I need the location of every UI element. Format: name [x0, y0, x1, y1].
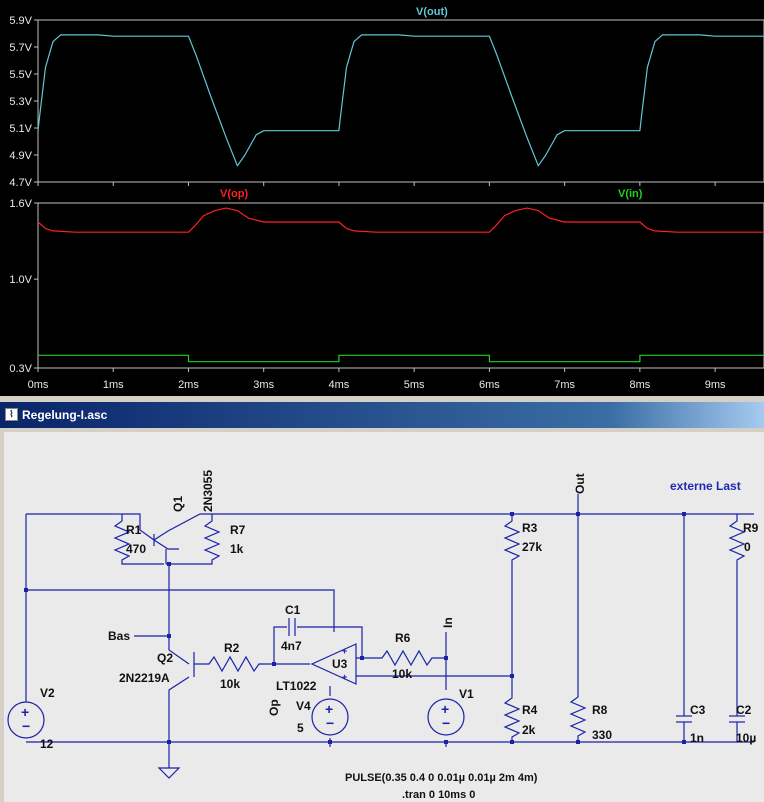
y-tick-label: 5.1V: [9, 123, 32, 135]
source-polarity-marks: +− +− +− ++: [21, 646, 450, 734]
op-net-label[interactable]: Op: [267, 699, 281, 716]
r6-name[interactable]: R6: [395, 631, 411, 645]
q1-model[interactable]: 2N3055: [201, 470, 215, 512]
v2-name[interactable]: V2: [40, 686, 55, 700]
c2-name[interactable]: C2: [736, 703, 752, 717]
svg-text:+: +: [21, 704, 29, 720]
tran-directive[interactable]: .tran 0 10ms 0: [402, 789, 475, 801]
x-axis: 0ms 1ms 2ms 3ms 4ms 5ms 6ms 7ms 8ms 9ms: [28, 182, 726, 391]
waveform-plot[interactable]: V(out) V(op) V(in) 5.9V 5.7V 5.5V 5.3V 5.1V 4…: [0, 0, 764, 396]
y-tick-label: 1.6V: [9, 198, 32, 210]
r1-value[interactable]: 470: [126, 542, 146, 556]
junction-dots: [24, 512, 686, 744]
r1-name[interactable]: R1: [126, 523, 142, 537]
x-tick-label: 7ms: [554, 379, 575, 391]
r2-value[interactable]: 10k: [220, 677, 240, 691]
trace-label-vop[interactable]: V(op): [220, 188, 248, 200]
c1-value[interactable]: 4n7: [281, 639, 302, 653]
x-tick-label: 0ms: [28, 379, 49, 391]
x-tick-label: 8ms: [629, 379, 650, 391]
u3-name[interactable]: U3: [332, 657, 348, 671]
schematic-canvas[interactable]: +− +− +− ++ R1 470 Q1 2N3055: [4, 432, 764, 802]
bottom-pane-frame: [37, 202, 764, 369]
v4-value[interactable]: 5: [297, 721, 304, 735]
c3-value[interactable]: 1n: [690, 731, 704, 745]
x-tick-label: 2ms: [178, 379, 199, 391]
y-tick-label: 5.9V: [9, 15, 32, 27]
r3-value[interactable]: 27k: [522, 540, 542, 554]
svg-text:−: −: [442, 715, 450, 731]
r6-value[interactable]: 10k: [392, 667, 412, 681]
r7-name[interactable]: R7: [230, 523, 246, 537]
trace-label-vin[interactable]: V(in): [618, 188, 643, 200]
x-tick-label: 1ms: [103, 379, 124, 391]
svg-text:+: +: [325, 701, 333, 717]
in-net-label[interactable]: In: [441, 617, 455, 628]
r4-value[interactable]: 2k: [522, 723, 536, 737]
trace-vin: [38, 354, 764, 363]
trace-vop: [37, 207, 764, 233]
y-tick-label: 5.3V: [9, 96, 32, 108]
v1-name[interactable]: V1: [459, 687, 474, 701]
window-title: Regelung-I.asc: [22, 408, 108, 422]
q1-name[interactable]: Q1: [171, 496, 185, 512]
bas-net-label[interactable]: Bas: [108, 629, 130, 643]
v2-value[interactable]: 12: [40, 737, 54, 751]
r9-name[interactable]: R9: [743, 521, 759, 535]
trace-vout: [37, 34, 764, 167]
r9-value[interactable]: 0: [744, 540, 751, 554]
svg-text:+: +: [441, 701, 449, 717]
r7-value[interactable]: 1k: [230, 542, 244, 556]
y-tick-label: 0.3V: [9, 363, 32, 375]
c1-name[interactable]: C1: [285, 603, 301, 617]
x-tick-label: 9ms: [705, 379, 726, 391]
r8-value[interactable]: 330: [592, 728, 612, 742]
u3-model[interactable]: LT1022: [276, 679, 317, 693]
y-tick-label: 5.7V: [9, 42, 32, 54]
traces: [37, 34, 764, 363]
top-pane-frame: [37, 19, 764, 183]
bottom-y-axis: 1.6V 1.0V 0.3V: [9, 198, 38, 375]
v2-source-symbol[interactable]: [7, 701, 45, 739]
x-tick-label: 4ms: [329, 379, 350, 391]
q2-model[interactable]: 2N2219A: [119, 671, 170, 685]
schematic-document-icon: ⌇: [5, 408, 18, 421]
v4-source-symbol[interactable]: [311, 698, 349, 736]
c3-name[interactable]: C3: [690, 703, 706, 717]
v4-name[interactable]: V4: [296, 699, 311, 713]
schematic-drawing[interactable]: +− +− +− ++ R1 470 Q1 2N3055: [4, 432, 764, 802]
y-tick-label: 4.7V: [9, 177, 32, 189]
trace-label-vout[interactable]: V(out): [416, 6, 448, 18]
svg-text:+: +: [342, 672, 347, 682]
svg-text:−: −: [22, 718, 30, 734]
r2-name[interactable]: R2: [224, 641, 240, 655]
out-net-label[interactable]: Out: [573, 473, 587, 494]
waveform-viewer[interactable]: V(out) V(op) V(in) 5.9V 5.7V 5.5V 5.3V 5.1V 4…: [0, 0, 764, 396]
x-tick-label: 3ms: [253, 379, 274, 391]
y-tick-label: 4.9V: [9, 150, 32, 162]
y-tick-label: 5.5V: [9, 69, 32, 81]
y-tick-label: 1.0V: [9, 274, 32, 286]
pulse-directive[interactable]: PULSE(0.35 0.4 0 0.01µ 0.01µ 2m 4m): [345, 772, 538, 784]
r3-name[interactable]: R3: [522, 521, 538, 535]
svg-text:−: −: [326, 715, 334, 731]
externe-last-comment[interactable]: externe Last: [670, 479, 741, 493]
c2-value[interactable]: 10µ: [736, 731, 756, 745]
svg-text:+: +: [342, 646, 347, 656]
x-tick-label: 5ms: [404, 379, 425, 391]
x-tick-label: 6ms: [479, 379, 500, 391]
schematic-window-titlebar[interactable]: ⌇ Regelung-I.asc: [0, 402, 764, 428]
q2-name[interactable]: Q2: [157, 651, 173, 665]
r8-name[interactable]: R8: [592, 703, 608, 717]
v1-source-symbol[interactable]: [427, 698, 465, 736]
top-y-axis: 5.9V 5.7V 5.5V 5.3V 5.1V 4.9V 4.7V: [9, 15, 38, 189]
r4-name[interactable]: R4: [522, 703, 538, 717]
